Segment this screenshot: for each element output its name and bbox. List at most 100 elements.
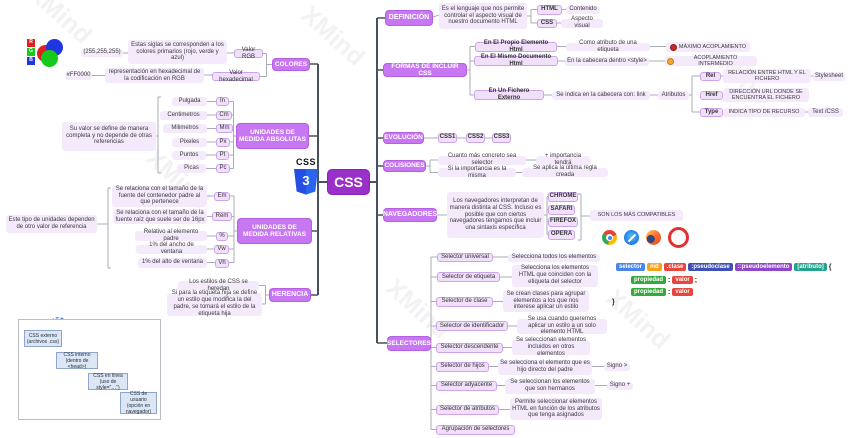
- topic-unidades-absolutas[interactable]: UNIDADES DE MEDIDA ABSOLUTAS: [236, 123, 309, 149]
- rem-desc[interactable]: Se relaciona con el tamaño de la fuente …: [113, 209, 207, 224]
- topic-formas-incluir[interactable]: FORMAS DE INCLUIR CSS: [383, 63, 467, 77]
- node-chrome[interactable]: CHROME: [548, 192, 578, 202]
- node-fichero-externo[interactable]: En Un Fichero Externo: [474, 88, 544, 101]
- node-css-aspecto[interactable]: Aspecto visual: [561, 16, 603, 29]
- vw-desc[interactable]: 1% del ancho de ventana: [136, 242, 207, 255]
- selector-hijos-signo[interactable]: Signo >: [604, 362, 630, 371]
- mismo-desc[interactable]: En la cabecera dentro <style>: [565, 57, 649, 66]
- topic-definicion[interactable]: DEFINICIÓN: [385, 10, 433, 26]
- node-pt[interactable]: Pt: [216, 150, 229, 160]
- node-px[interactable]: Px: [216, 137, 230, 147]
- node-html[interactable]: HTML: [537, 5, 562, 15]
- colision-result-2[interactable]: Se aplica la última regla creada: [522, 165, 608, 178]
- type-desc[interactable]: INDICA TIPO DE RECURSO: [723, 107, 805, 117]
- node-vw[interactable]: Vw: [214, 245, 229, 254]
- node-agrupacion-selectores[interactable]: Agrupación de selectores: [436, 424, 515, 435]
- node-safari[interactable]: SAFARI: [548, 205, 575, 215]
- node-mismo-documento[interactable]: En El Mismo Documento Html: [474, 54, 558, 67]
- vh-desc[interactable]: 1% del alto de ventana: [138, 258, 207, 268]
- selector-descendente-desc[interactable]: Se seleccionan elementos incluidos en ot…: [512, 337, 590, 357]
- selector-universal-desc[interactable]: Selecciona todos los elementos: [508, 253, 600, 262]
- colision-result-1[interactable]: + importancia tendrá: [536, 153, 590, 166]
- selector-adyacente-desc[interactable]: Se seleccionan los elementos que son her…: [505, 378, 595, 394]
- definicion-desc[interactable]: Es el lenguaje que nos permite controlar…: [439, 3, 527, 29]
- node-picas[interactable]: Picas: [177, 164, 206, 173]
- em-desc[interactable]: Se relaciona con el tamaño de la fuente …: [112, 185, 207, 207]
- hex-value[interactable]: #FF0000: [65, 71, 92, 80]
- navegadores-desc[interactable]: Los navegadores interpretan de manera di…: [447, 192, 544, 238]
- topic-unidades-relativas[interactable]: UNIDADES DE MEDIDA RELATIVAS: [237, 218, 312, 244]
- browser-icons[interactable]: [602, 227, 689, 248]
- node-centimetros[interactable]: Centimetros: [160, 110, 207, 120]
- nota-maximo-acoplamiento[interactable]: MÁXIMO ACOPLAMIENTO: [666, 42, 750, 52]
- topic-navegadores[interactable]: NAVEGADORES: [383, 208, 437, 222]
- topic-selectores[interactable]: SELECTORES: [387, 336, 431, 351]
- absolutas-nota[interactable]: Su valor se define de manera completa y …: [62, 121, 156, 151]
- node-selector-hijos[interactable]: Selector de hijos: [436, 361, 489, 372]
- externo-desc[interactable]: Se indica en la cabecera con: link: [552, 91, 650, 100]
- node-em[interactable]: Em: [214, 191, 230, 201]
- topic-herencia[interactable]: HERENCIA: [269, 288, 311, 302]
- node-puntos[interactable]: Puntos: [172, 150, 206, 160]
- node-mm[interactable]: Mm: [216, 124, 233, 133]
- selector-atributos-desc[interactable]: Permite seleccionar elementos HTML en fu…: [510, 398, 602, 420]
- node-selector-descendente[interactable]: Selector descendente: [436, 342, 503, 353]
- valor-hex-desc[interactable]: representación en hexadecimal de la codi…: [105, 68, 204, 83]
- node-type[interactable]: Type: [700, 107, 723, 117]
- href-desc[interactable]: DIRECCIÓN URL DONDE SE ENCUENTRA EL FICH…: [723, 88, 809, 102]
- node-cm[interactable]: Cm: [216, 110, 232, 120]
- rgb-value[interactable]: (255,255,255): [81, 48, 123, 57]
- relativas-nota[interactable]: Este tipo de unidades dependen de otro v…: [6, 215, 97, 233]
- node-atributos[interactable]: Atributos: [658, 91, 689, 100]
- node-propio-elemento[interactable]: En El Propio Elemento Html: [475, 40, 557, 53]
- topic-evolucion[interactable]: EVOLUCIÓN: [383, 132, 424, 144]
- node-selector-adyacente[interactable]: Selector adyacente: [436, 380, 497, 391]
- selector-clase-desc[interactable]: Se crean clases para agrupar elementos a…: [503, 290, 589, 312]
- nota-acoplamiento-intermedio[interactable]: ACOPLAMIENTO INTERMEDIO: [665, 55, 757, 67]
- selector-etiqueta-desc[interactable]: Selecciona los elementos HTML que coinci…: [512, 264, 598, 287]
- pct-desc[interactable]: Relativo al elemento padre: [135, 229, 207, 242]
- node-pc[interactable]: Pc: [216, 164, 230, 173]
- node-selector-identificador[interactable]: Selector de identificador: [436, 321, 508, 331]
- rel-desc[interactable]: RELACIÓN ENTRE HTML Y EL FICHERO: [723, 69, 811, 83]
- node-selector-atributos[interactable]: Selector de atributos: [436, 404, 499, 415]
- nota-mas-compatibles[interactable]: SON LOS MÁS COMPATIBLES: [590, 210, 683, 221]
- node-selector-etiqueta[interactable]: Selector de etiqueta: [437, 272, 500, 282]
- node-pct[interactable]: %: [216, 231, 228, 241]
- node-selector-clase[interactable]: Selector de clase: [436, 296, 493, 307]
- valor-rgb-desc[interactable]: Estas siglas se corresponden a los color…: [128, 40, 227, 64]
- topic-colisiones[interactable]: COLISIONES: [383, 160, 426, 172]
- node-vh[interactable]: Vh: [215, 258, 229, 268]
- node-milimetros[interactable]: Milimetros: [163, 124, 207, 133]
- node-pulgada[interactable]: Pulgada: [172, 97, 207, 106]
- colision-cond-2[interactable]: Si la importancia es la misma: [438, 166, 516, 179]
- rel-value[interactable]: Stylesheet: [813, 71, 845, 81]
- selector-adyacente-signo[interactable]: Signo +: [607, 381, 633, 390]
- topic-colores[interactable]: COLORES: [272, 58, 310, 71]
- node-css2[interactable]: CSS2: [466, 133, 485, 143]
- node-html-contenido[interactable]: Contenido: [566, 5, 600, 14]
- herencia-regla-2[interactable]: Si para la etiqueta hija se define un es…: [167, 290, 262, 317]
- node-in[interactable]: In: [216, 97, 229, 106]
- selector-identificador-desc[interactable]: Se usa cuando queremos aplicar un estilo…: [517, 316, 607, 335]
- node-opera[interactable]: OPERA: [548, 230, 575, 240]
- node-css3[interactable]: CSS3: [492, 133, 511, 143]
- colision-cond-1[interactable]: Cuanto más concreto sea selector: [438, 153, 526, 166]
- node-valor-hexadecimal[interactable]: Valor hexadecimal: [212, 70, 260, 83]
- rgb-image[interactable]: R G B: [27, 39, 69, 68]
- node-pixeles[interactable]: Pixeles: [172, 137, 207, 147]
- node-selector-universal[interactable]: Selector universal: [437, 252, 493, 262]
- node-firefox[interactable]: FIREFOX: [548, 217, 578, 227]
- cascade-diagram-image[interactable]: CSS externo (archivos .css) CSS interno …: [18, 319, 161, 420]
- propio-desc[interactable]: Como atributo de una etiqueta: [566, 40, 650, 53]
- node-href[interactable]: Href: [700, 90, 723, 100]
- node-valor-rgb[interactable]: Valor RGB: [234, 47, 263, 60]
- node-css1[interactable]: CSS1: [438, 133, 457, 143]
- central-topic-css[interactable]: CSS: [327, 169, 370, 195]
- selector-hijos-desc[interactable]: Se selecciona el elemento que es hijo di…: [498, 359, 592, 375]
- type-value[interactable]: Text /CSS: [808, 107, 843, 117]
- node-rel[interactable]: Rel: [700, 71, 721, 81]
- herencia-regla-1[interactable]: Los estilos de CSS se heredan: [178, 279, 259, 292]
- node-rem[interactable]: Rem: [212, 212, 232, 221]
- node-css[interactable]: CSS: [537, 18, 557, 28]
